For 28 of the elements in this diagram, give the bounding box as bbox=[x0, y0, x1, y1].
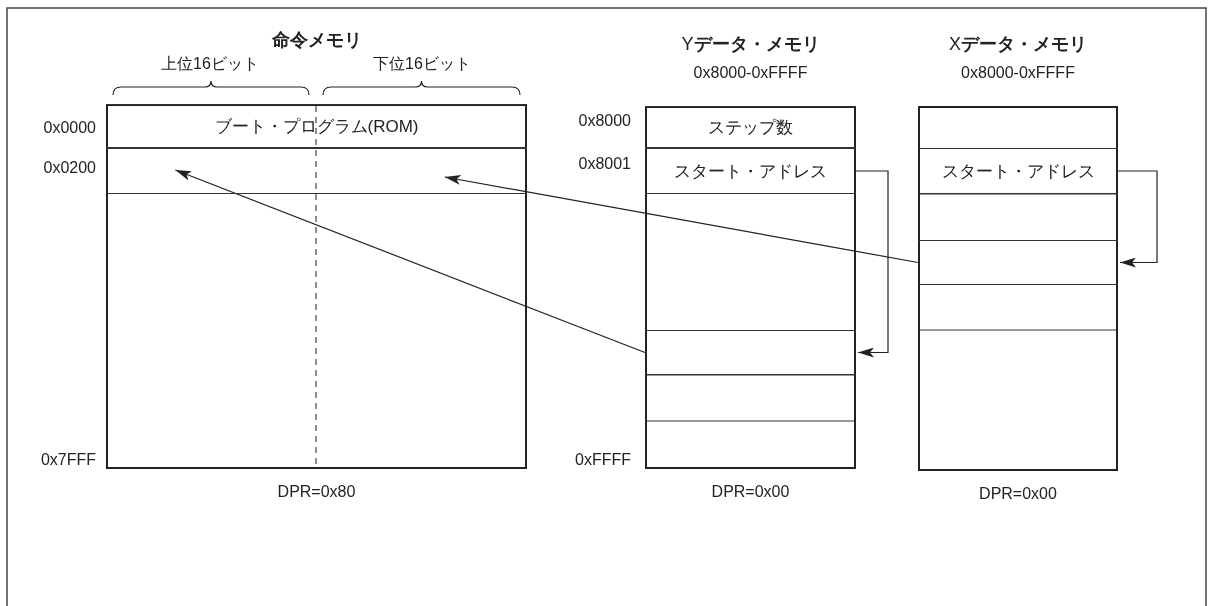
memory-title: Yデータ・メモリ bbox=[681, 33, 820, 56]
memory-cell: スタート・アドレス bbox=[918, 148, 1118, 194]
arrow bbox=[444, 174, 919, 264]
address-range: 0x8000-0xFFFF bbox=[693, 64, 808, 82]
address-label: 0x7FFF bbox=[40, 451, 96, 469]
memory-cell: ブート・プログラム(ROM) bbox=[106, 104, 527, 148]
memory-cell: ステップ数 bbox=[645, 106, 856, 148]
address-label: 0x0000 bbox=[43, 119, 96, 137]
register-value: DPR=0x00 bbox=[979, 485, 1057, 503]
memory-cell: スタート・アドレス bbox=[645, 148, 856, 194]
memory-cell bbox=[645, 330, 856, 375]
bit-range-label: 下位16ビット bbox=[373, 53, 471, 74]
memory-cell bbox=[106, 148, 316, 194]
register-value: DPR=0x80 bbox=[277, 483, 356, 501]
register-value: DPR=0x00 bbox=[711, 483, 790, 501]
memory-cell bbox=[316, 148, 527, 194]
address-range: 0x8000-0xFFFF bbox=[961, 64, 1075, 82]
address-label: 0x8000 bbox=[578, 112, 631, 130]
address-label: 0x8001 bbox=[578, 155, 631, 173]
arrow bbox=[855, 170, 889, 358]
memory-title: Xデータ・メモリ bbox=[949, 33, 1087, 56]
arrow bbox=[1117, 170, 1158, 268]
bit-range-label: 上位16ビット bbox=[161, 53, 259, 74]
memory-cell bbox=[918, 240, 1118, 285]
arrow bbox=[174, 169, 646, 354]
address-label: 0xFFFF bbox=[575, 451, 631, 469]
memory-title: 命令メモリ bbox=[271, 29, 362, 52]
address-label: 0x0200 bbox=[43, 159, 96, 177]
